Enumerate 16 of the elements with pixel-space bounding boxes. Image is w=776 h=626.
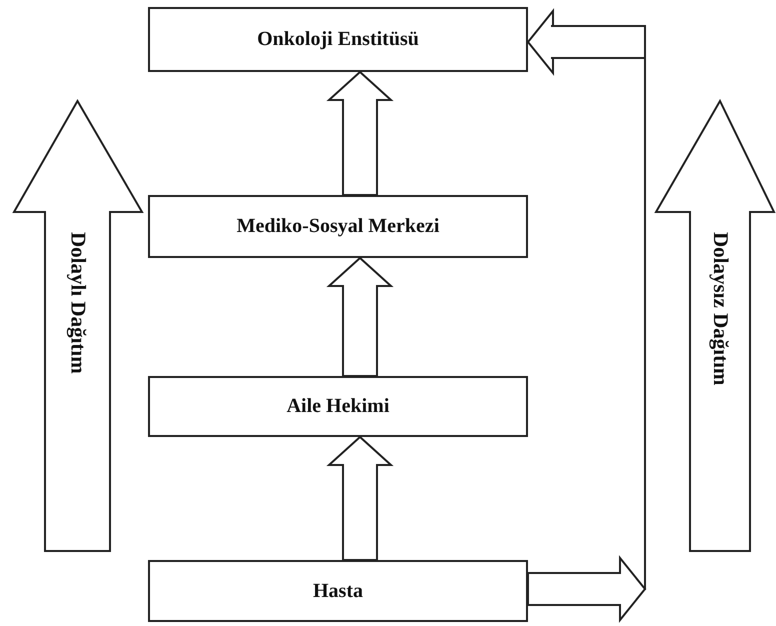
process-box (148, 7, 528, 72)
process-box (148, 195, 528, 258)
block-arrow (326, 256, 394, 377)
block-arrow (326, 70, 394, 196)
box-label: Mediko-Sosyal Merkezi (236, 215, 440, 238)
block-arrow (655, 100, 775, 552)
block-arrow (326, 436, 394, 561)
block-arrow (527, 10, 646, 623)
box-label: Onkoloji Enstitüsü (257, 28, 419, 51)
arrow-label: Dolaysız Dağıtım (708, 232, 733, 386)
arrow-label: Dolaylı Dağıtım (66, 232, 90, 374)
process-box (148, 376, 528, 437)
block-arrow (13, 100, 143, 552)
process-box (148, 560, 528, 622)
box-label: Hasta (313, 580, 363, 602)
box-label: Aile Hekimi (286, 395, 390, 418)
